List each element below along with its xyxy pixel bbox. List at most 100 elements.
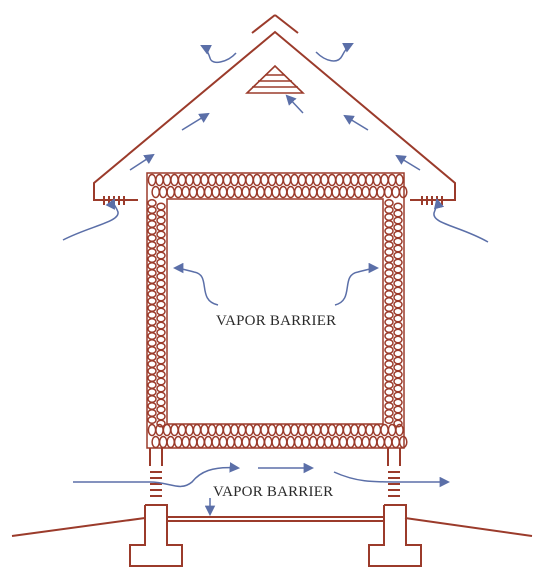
insulation-batt: [200, 173, 209, 187]
insulation-batt: [361, 185, 371, 199]
insulation-batt: [384, 282, 394, 292]
insulation-batt: [147, 331, 157, 341]
insulation-batt: [384, 212, 394, 222]
insulation-batt: [384, 317, 394, 327]
insulation-batt: [393, 356, 403, 365]
insulation-batt: [147, 394, 157, 404]
insulation-batt: [384, 380, 394, 390]
insulation-batt: [384, 359, 394, 369]
insulation-batt: [177, 173, 187, 187]
insulation-batt: [147, 423, 157, 437]
insulation-batt: [301, 185, 311, 199]
insulation-batt: [156, 279, 166, 288]
insulation-batt: [147, 268, 157, 278]
insulation-batt: [207, 423, 217, 437]
insulation-batt: [384, 205, 394, 215]
insulation-batt: [147, 338, 157, 348]
insulation-batt: [237, 423, 247, 437]
insulation-batt: [384, 387, 394, 397]
insulation-batt: [384, 303, 394, 313]
insulation-batt: [151, 185, 161, 199]
insulation-batt: [222, 173, 232, 187]
insulation-batt: [156, 328, 166, 337]
insulation-batt: [271, 435, 281, 449]
insulation-batt: [147, 324, 157, 334]
insulation-batt: [203, 435, 213, 449]
foundation: [11, 448, 533, 567]
insulation-batt: [384, 233, 394, 243]
airflow-arrows: [62, 43, 489, 517]
insulation-batt: [308, 435, 318, 449]
vapor-barrier-pointer-left: [172, 262, 219, 306]
insulation-batt: [147, 317, 157, 327]
insulation-batt: [147, 345, 157, 355]
insulation-batt: [233, 435, 243, 449]
insulation-batt: [151, 435, 161, 449]
insulation-batt: [196, 185, 206, 199]
insulation-batt: [156, 419, 166, 428]
insulation-batt: [346, 435, 356, 449]
insulation-batt: [156, 293, 166, 302]
foundation-vent-right: [388, 471, 400, 497]
insulation-batt: [260, 173, 269, 187]
insulation-batt: [384, 198, 394, 208]
attic-airflow-left-upper-arrow: [181, 112, 210, 131]
insulation-batt: [372, 423, 382, 437]
insulation-batt: [393, 419, 403, 428]
insulation-batt: [393, 335, 403, 344]
insulation-batt: [393, 279, 403, 288]
insulation-batt: [233, 185, 243, 199]
crawlspace-airflow-intake-arrow: [73, 462, 241, 488]
insulation-batt: [384, 247, 394, 257]
insulation-batt: [393, 223, 403, 232]
insulation-batt: [147, 198, 157, 208]
insulation-batt: [196, 435, 206, 449]
insulation-batt: [147, 296, 157, 306]
insulation-batt: [156, 370, 166, 379]
insulation-batt: [230, 423, 239, 437]
insulation-batt: [393, 349, 403, 358]
insulation-batt: [147, 310, 157, 320]
insulation-batt: [156, 286, 166, 295]
insulation-batt: [384, 268, 394, 278]
insulation-batt: [211, 185, 221, 199]
insulation-batt: [338, 185, 348, 199]
insulation-batt: [384, 415, 394, 425]
insulation-batt: [393, 202, 403, 211]
insulation-batt: [368, 435, 378, 449]
insulation-batt: [293, 435, 303, 449]
insulation-batt: [156, 321, 166, 330]
insulation-batt: [147, 212, 157, 222]
insulation-batt: [393, 251, 403, 260]
airflow-exit-left-arrow: [200, 45, 237, 64]
insulation-batt: [256, 435, 266, 449]
insulation-batt: [391, 185, 401, 199]
insulation-batt: [147, 282, 157, 292]
insulation-batt: [188, 185, 198, 199]
insulation-batt: [156, 314, 166, 323]
insulation-batt: [162, 173, 172, 187]
insulation-batt: [393, 272, 403, 281]
insulation-batt: [267, 423, 277, 437]
insulation-batt: [156, 349, 166, 358]
insulation-batt: [372, 173, 382, 187]
insulation-batt: [275, 173, 284, 187]
insulation-batt: [342, 423, 352, 437]
insulation-batt: [327, 423, 337, 437]
insulation-batt: [305, 423, 314, 437]
insulation-batt: [384, 254, 394, 264]
insulation-batt: [241, 185, 251, 199]
insulation-inner-boundary: [166, 198, 384, 425]
insulation-batt: [384, 310, 394, 320]
insulation-batt: [398, 435, 408, 449]
insulation-batt: [147, 380, 157, 390]
insulation-batt: [147, 303, 157, 313]
insulation-batt: [350, 173, 359, 187]
insulation-batt: [207, 173, 217, 187]
insulation-batt: [393, 328, 403, 337]
insulation-outer-boundary: [146, 172, 405, 449]
insulation-batt: [393, 377, 403, 386]
insulation-batt: [156, 230, 166, 239]
insulation-batt: [393, 314, 403, 323]
insulation-batt: [384, 226, 394, 236]
